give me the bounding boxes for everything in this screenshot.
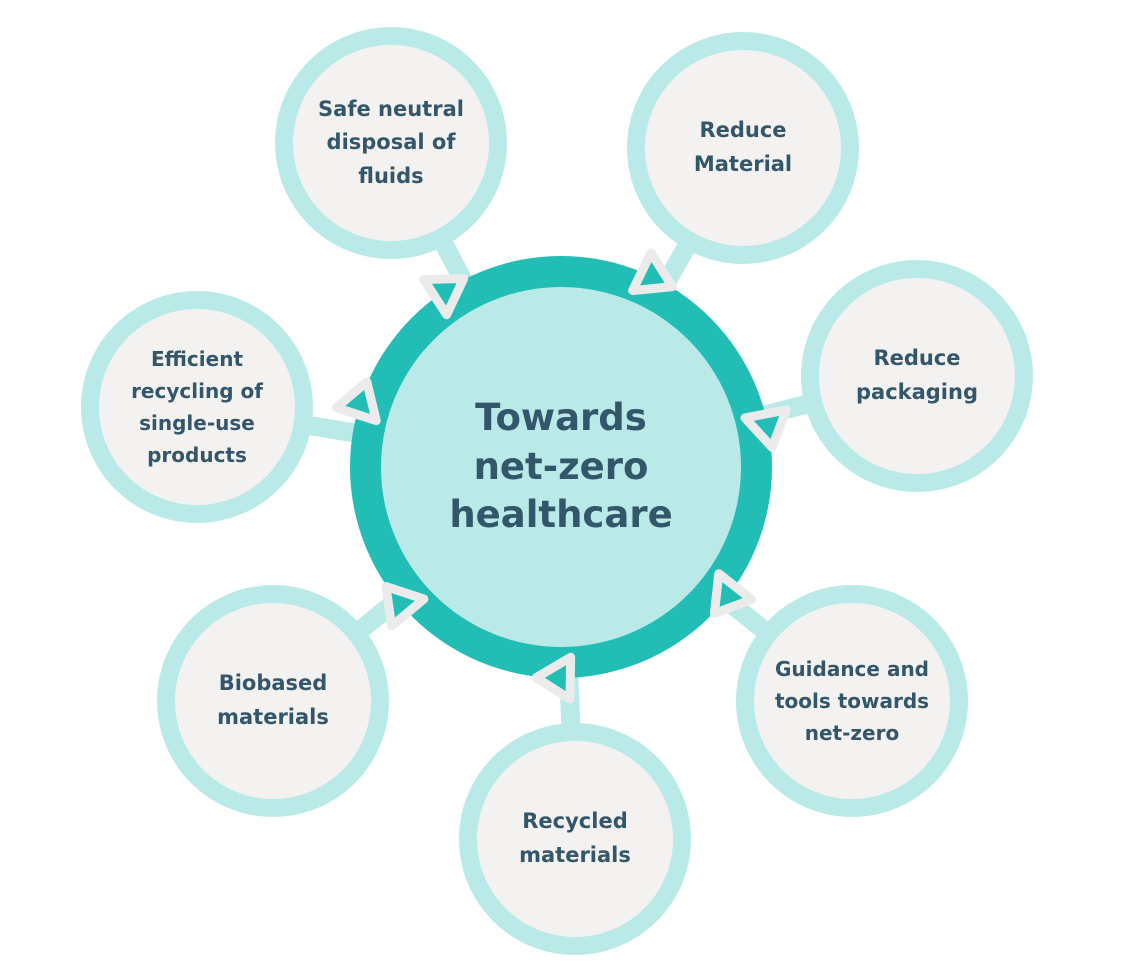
node-label-line: materials: [519, 843, 631, 867]
node-label-line: Efficient: [150, 347, 244, 371]
node-disc: [175, 603, 371, 799]
node-label-line: single-use: [139, 411, 255, 435]
node-recycled-materials: Recycled materials: [477, 741, 673, 937]
node-disc: [754, 603, 950, 799]
node-biobased-materials: Biobased materials: [175, 603, 371, 799]
node-disc: [99, 309, 295, 505]
cycle-arrow-icon: [740, 405, 791, 452]
node-guidance-tools: Guidance and tools towards net-zero: [754, 603, 950, 799]
node-label-line: materials: [217, 705, 329, 729]
node-label-line: recycling of: [131, 379, 263, 403]
node-efficient-recycling: Efficient recycling of single-use produc…: [99, 309, 295, 505]
center-disc: [381, 287, 741, 647]
node-reduce-material: Reduce Material: [645, 50, 841, 246]
node-label-line: Reduce: [873, 346, 961, 371]
node-disc: [477, 741, 673, 937]
cycle-arrow-icon: [531, 652, 576, 704]
cycle-arrow-icon: [628, 248, 677, 296]
center-title-line: net-zero: [473, 444, 649, 488]
node-label-line: Guidance and: [775, 657, 929, 681]
node-disc: [645, 50, 841, 246]
center-title: Towards net-zero healthcare: [411, 372, 711, 562]
center-title-line: healthcare: [449, 493, 673, 537]
cycle-arrow-icon: [709, 569, 757, 618]
node-label-line: Reduce: [699, 118, 787, 143]
node-label-line: Biobased: [218, 671, 328, 696]
node-label-line: products: [147, 443, 247, 467]
node-disc: [819, 278, 1015, 474]
node-label-line: packaging: [855, 380, 978, 404]
node-reduce-packaging: Reduce packaging: [819, 278, 1015, 474]
center-title-line: Towards: [475, 395, 647, 439]
node-label-line: Recycled: [522, 809, 628, 834]
node-disc: [293, 45, 489, 241]
cycle-arrows: [331, 248, 791, 704]
node-safe-neutral-disposal: Safe neutral disposal of fluids: [293, 45, 489, 241]
node-label-line: Safe neutral: [318, 96, 464, 121]
node-label-line: tools towards: [774, 689, 930, 713]
cycle-arrow-icon: [331, 377, 381, 426]
node-label-line: Material: [693, 152, 793, 176]
node-label-line: disposal of: [326, 130, 456, 155]
cycle-arrow-icon: [419, 274, 469, 320]
node-label-line: net-zero: [804, 721, 900, 745]
node-label-line: fluids: [358, 163, 424, 188]
cycle-arrow-icon: [381, 582, 429, 631]
